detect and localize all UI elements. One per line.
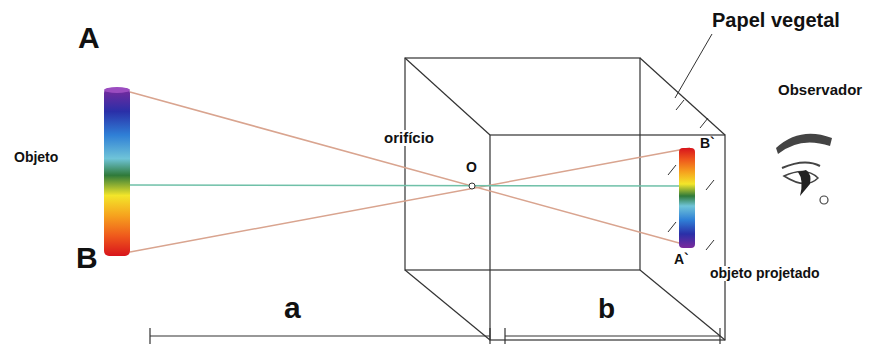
object-cylinder (104, 88, 130, 256)
paper-hatching (668, 100, 714, 250)
dimension-label: a (282, 292, 303, 324)
point-label: A` (672, 252, 691, 267)
light-ray (130, 92, 690, 246)
dimension-label: b (596, 294, 617, 323)
pinhole (469, 183, 475, 189)
point-label: B (74, 242, 100, 274)
part-label: orifício (382, 130, 436, 146)
box-outline (405, 58, 725, 340)
observer-eye (776, 134, 832, 204)
part-label: objeto projetado (708, 266, 822, 281)
object-top (104, 87, 130, 93)
point-label: A (76, 22, 102, 54)
axis-ray (130, 185, 690, 186)
leader-line (675, 34, 712, 98)
point-label: O (464, 160, 479, 175)
part-label: Observador (776, 82, 864, 98)
part-label: Papel vegetal (710, 10, 842, 31)
point-label: B` (698, 136, 717, 151)
light-ray (130, 148, 690, 252)
projected-image (679, 148, 695, 248)
part-label: Objeto (12, 150, 60, 165)
dimension-line (150, 328, 720, 344)
